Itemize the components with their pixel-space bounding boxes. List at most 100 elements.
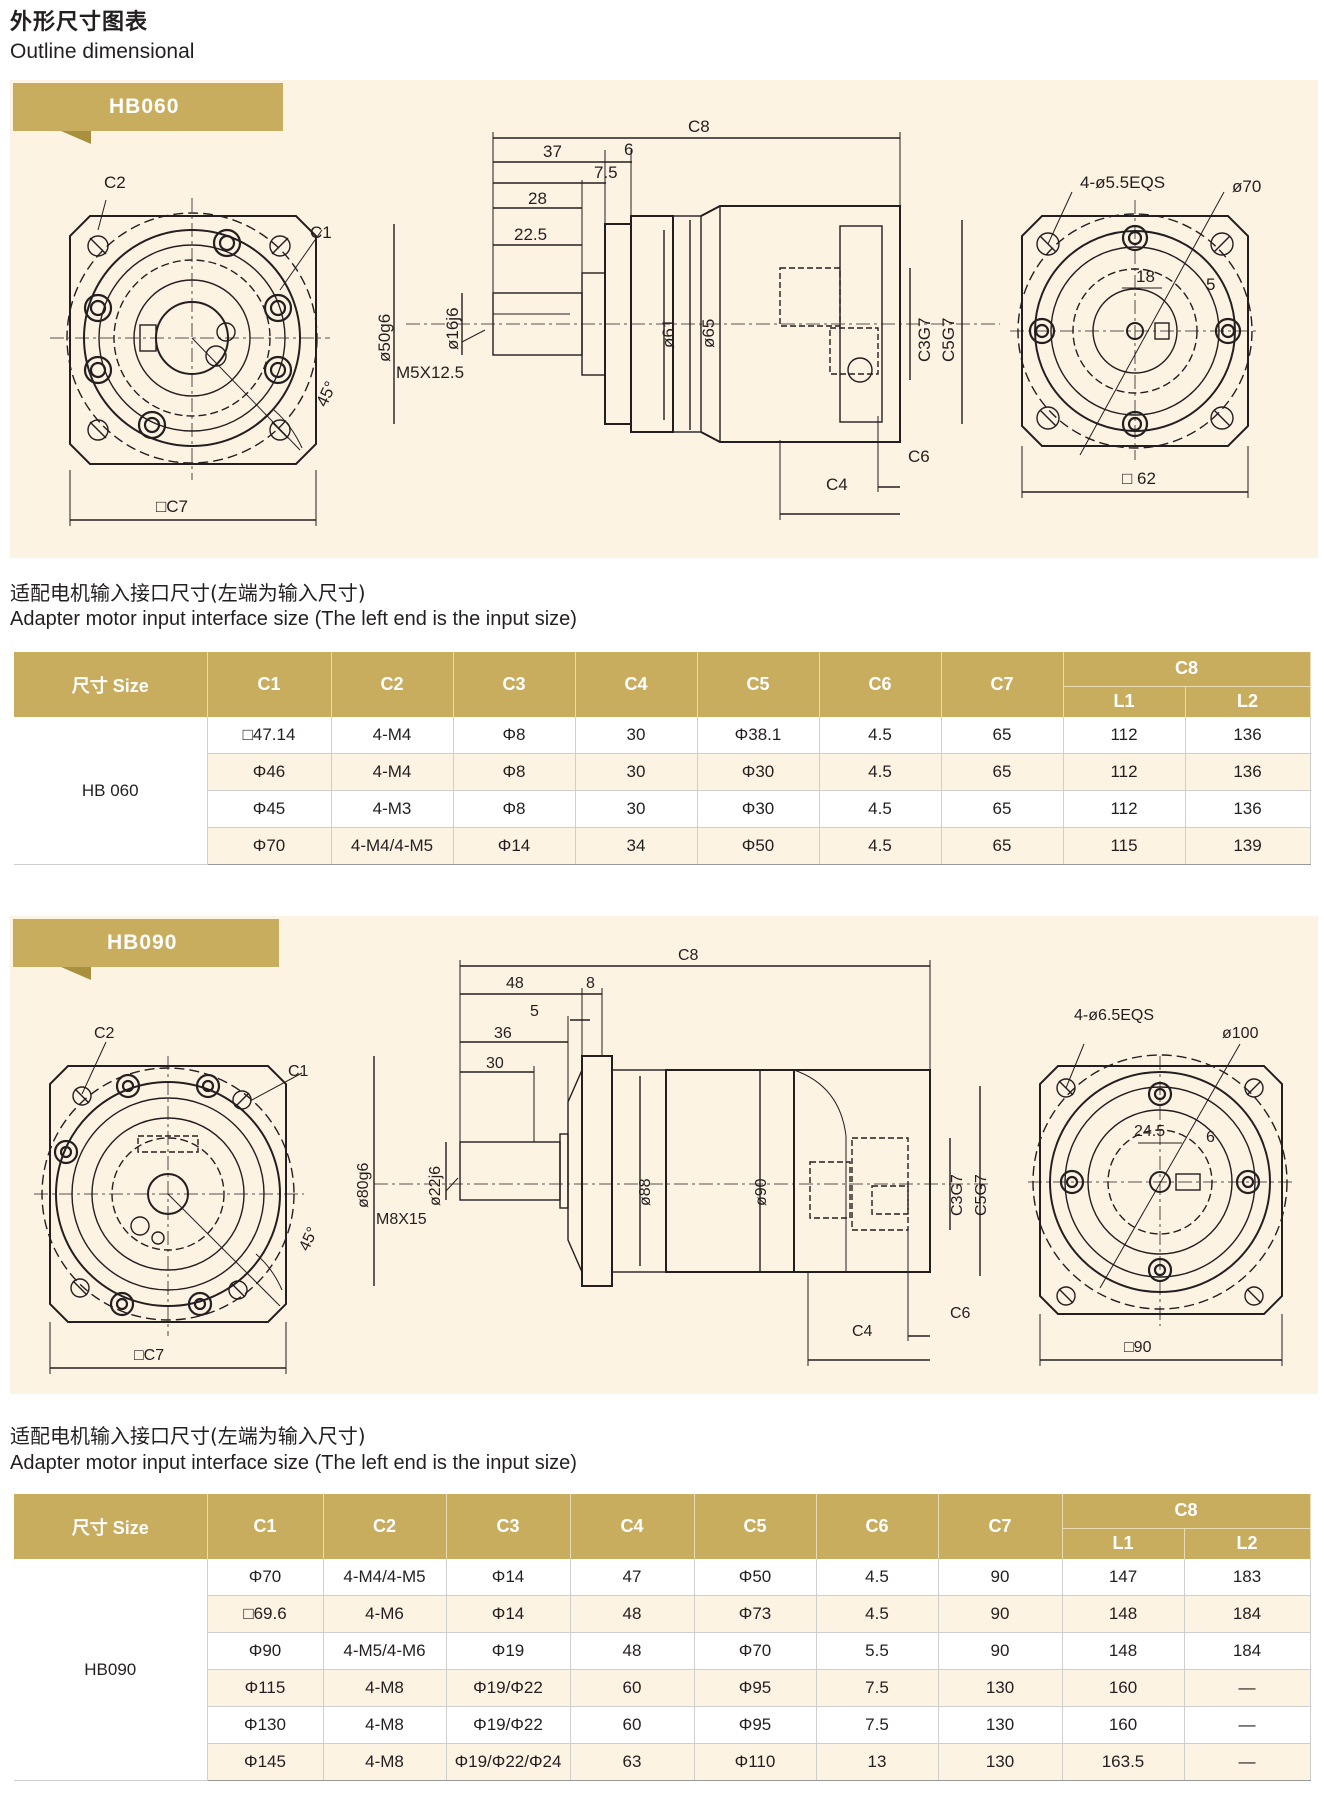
table-cell: 147: [1062, 1559, 1185, 1596]
hb060-drawing-panel: HB060: [10, 80, 1318, 558]
table-cell: Φ73: [694, 1595, 817, 1633]
table-cell: 65: [941, 753, 1064, 791]
page-title-cn: 外形尺寸图表: [10, 10, 149, 35]
col-l1: L1: [1062, 1527, 1185, 1559]
table-cell: Φ19: [446, 1632, 571, 1670]
table-cell: 183: [1184, 1559, 1311, 1596]
table-cell: 139: [1185, 827, 1311, 865]
table-row: Φ130 4-M8 Φ19/Φ22 60 Φ95 7.5 130 160 —: [14, 1706, 1311, 1744]
hb090-label-24-5: 24.5: [1134, 1123, 1165, 1140]
table-cell: Φ14: [446, 1595, 571, 1633]
table-cell: 4-M8: [323, 1706, 447, 1744]
hb090-label-sq90: □90: [1124, 1339, 1152, 1356]
table-cell: Φ95: [694, 1706, 817, 1744]
hb090-drawing-panel: HB090: [10, 916, 1318, 1394]
model-cell: HB 060: [14, 717, 208, 865]
table-cell: 4-M4/4-M5: [331, 827, 454, 865]
hb060-label-5: 5: [1206, 275, 1215, 294]
table-cell: 4-M5/4-M6: [323, 1632, 447, 1670]
hb090-tag: HB090: [13, 919, 279, 980]
table-cell: 4.5: [819, 753, 942, 791]
hb060-label-37: 37: [543, 142, 562, 161]
table-row: HB090 Φ70 4-M4/4-M5 Φ14 47 Φ50 4.5 90 14…: [14, 1559, 1311, 1781]
hb060-caption-en: Adapter motor input interface size (The …: [10, 608, 577, 630]
table-row: Φ45 4-M3 Φ8 30 Φ30 4.5 65 112 136: [14, 790, 1311, 828]
hb060-label-c7: □C7: [156, 497, 188, 516]
table-cell: Φ8: [453, 717, 576, 754]
table-cell: 65: [941, 827, 1064, 865]
table-cell: 130: [938, 1743, 1063, 1781]
table-cell: Φ70: [207, 1559, 324, 1596]
hb060-label-holes: 4-ø5.5EQS: [1080, 173, 1165, 192]
table-cell: 65: [941, 717, 1064, 754]
hb090-label-6: 6: [1206, 1129, 1215, 1146]
table-cell: Φ95: [694, 1669, 817, 1707]
hb090-label-c8: C8: [678, 947, 699, 964]
hb060-label-d50: ø50g6: [375, 314, 394, 362]
hb060-label-22-5: 22.5: [514, 225, 547, 244]
hb090-label-d22: ø22j6: [427, 1166, 444, 1206]
hb060-label-c4: C4: [826, 475, 848, 494]
col-l2: L2: [1185, 685, 1311, 717]
table-cell: 160: [1062, 1669, 1185, 1707]
hb090-label-8: 8: [586, 975, 595, 992]
table-cell: 30: [575, 753, 698, 791]
table-cell: Φ70: [207, 827, 332, 865]
hb060-label-c3: C3G7: [915, 318, 934, 362]
table-row: Φ70 4-M4/4-M5 Φ14 34 Φ50 4.5 65 115 139: [14, 827, 1311, 865]
col-c3: C3: [446, 1494, 571, 1559]
hb090-label-c1: C1: [288, 1063, 309, 1080]
col-c3: C3: [453, 652, 576, 717]
col-c8: C8: [1062, 1494, 1311, 1528]
col-c1: C1: [207, 1494, 324, 1559]
table-cell: —: [1184, 1669, 1311, 1707]
hb060-label-c5: C5G7: [939, 318, 958, 362]
table-cell: Φ38.1: [697, 717, 820, 754]
table-cell: 4-M4: [331, 753, 454, 791]
hb090-caption-en: Adapter motor input interface size (The …: [10, 1452, 577, 1474]
hb060-label-d61: ø61: [659, 319, 678, 348]
hb060-label-d65: ø65: [699, 319, 718, 348]
table-cell: Φ110: [694, 1743, 817, 1781]
table-cell: 136: [1185, 753, 1311, 791]
table-cell: Φ30: [697, 790, 820, 828]
table-cell: Φ46: [207, 753, 332, 791]
col-c7: C7: [941, 652, 1064, 717]
table-cell: Φ90: [207, 1632, 324, 1670]
hb090-label-m8: M8X15: [376, 1211, 427, 1228]
table-cell: 60: [570, 1669, 695, 1707]
table-cell: —: [1184, 1743, 1311, 1781]
table-cell: Φ8: [453, 790, 576, 828]
hb090-label-d80: ø80g6: [355, 1163, 372, 1208]
hb090-label-d88: ø88: [637, 1178, 654, 1206]
hb060-tag: HB060: [13, 83, 283, 144]
hb090-rear-view: [1028, 1043, 1296, 1366]
table-cell: 4-M8: [323, 1669, 447, 1707]
hb060-label-c2: C2: [104, 173, 126, 192]
table-cell: 90: [938, 1559, 1063, 1596]
table-row: Φ115 4-M8 Φ19/Φ22 60 Φ95 7.5 130 160 —: [14, 1669, 1311, 1707]
col-c1: C1: [207, 652, 332, 717]
hb090-side-view: [373, 960, 990, 1366]
table-cell: 13: [816, 1743, 939, 1781]
table-cell: 112: [1063, 717, 1186, 754]
table-cell: 136: [1185, 790, 1311, 828]
hb060-label-d16: ø16j6: [443, 307, 462, 350]
hb090-label-d90: ø90: [753, 1178, 770, 1206]
hb090-label-c4: C4: [852, 1323, 873, 1340]
col-c5: C5: [694, 1494, 817, 1559]
table-cell: Φ145: [207, 1743, 324, 1781]
hb090-label-5: 5: [530, 1003, 539, 1020]
col-l1: L1: [1063, 685, 1186, 717]
table-row: HB 060 □47.14 4-M4 Φ8 30 Φ38.1 4.5 65 11…: [14, 717, 1311, 865]
table-cell: 4-M3: [331, 790, 454, 828]
table-cell: 4.5: [816, 1559, 939, 1596]
col-c8: C8: [1063, 652, 1311, 686]
hb090-drawings: C2 C1 45° □C7 C8 48 8 5 36 30 ø80g6 ø22j…: [34, 947, 1296, 1374]
model-cell: HB090: [14, 1559, 208, 1781]
table-cell: 90: [938, 1595, 1063, 1633]
hb090-label-c6: C6: [950, 1305, 971, 1322]
size-header: 尺寸 Size: [14, 1494, 208, 1559]
hb060-label-28: 28: [528, 189, 547, 208]
table-cell: Φ115: [207, 1669, 324, 1707]
